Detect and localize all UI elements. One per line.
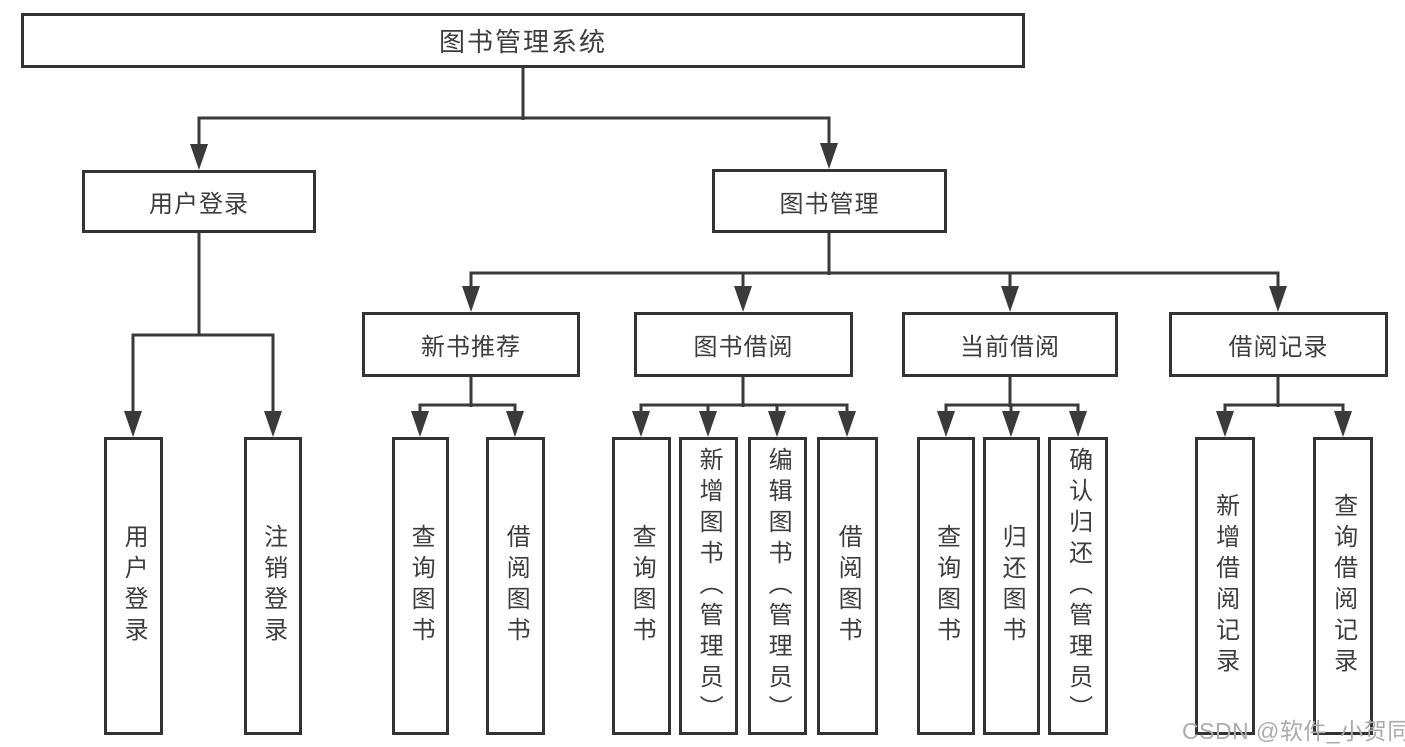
node-add-borrow-record: 新增借阅记录 [1195,437,1255,735]
node-label: 借阅图书 [834,524,862,648]
node-current-borrowing: 当前借阅 [902,312,1118,377]
node-root: 图书管理系统 [21,13,1025,68]
node-new-book-recommendation: 新书推荐 [362,312,580,377]
node-query-books-current: 查询图书 [917,437,975,735]
node-borrowing-records: 借阅记录 [1169,312,1388,377]
node-label: 确认归还（管理员） [1064,446,1092,726]
node-return-books: 归还图书 [983,437,1040,735]
node-label: 查询图书 [407,524,435,648]
node-logout-leaf: 注销登录 [244,437,302,735]
node-query-books-recommend: 查询图书 [392,437,449,735]
node-user-login-leaf: 用户登录 [104,437,163,735]
node-label: 查询图书 [628,524,656,648]
node-label: 新增图书（管理员） [695,446,723,726]
node-confirm-return-admin: 确认归还（管理员） [1048,437,1108,735]
node-borrow-books-recommend: 借阅图书 [486,437,545,735]
node-label: 借阅图书 [502,524,530,648]
node-label: 归还图书 [998,524,1026,648]
node-edit-book-admin: 编辑图书（管理员） [748,437,807,735]
node-label: 新增借阅记录 [1211,493,1239,679]
node-add-book-admin: 新增图书（管理员） [679,437,738,735]
node-book-management: 图书管理 [712,169,947,233]
node-label: 查询图书 [932,524,960,648]
node-book-borrowing: 图书借阅 [634,312,853,377]
node-borrow-books-borrowing: 借阅图书 [817,437,878,735]
node-label: 注销登录 [259,524,287,648]
node-query-books-borrowing: 查询图书 [612,437,671,735]
node-label: 用户登录 [120,524,148,648]
arrow-down-icons [124,143,1352,437]
node-user-login-branch: 用户登录 [82,170,316,233]
csdn-watermark: CSDN @软件_小贺同学 [1182,718,1405,744]
node-label: 编辑图书（管理员） [764,446,792,726]
node-label: 查询借阅记录 [1329,493,1357,679]
node-query-borrow-record: 查询借阅记录 [1313,437,1373,735]
